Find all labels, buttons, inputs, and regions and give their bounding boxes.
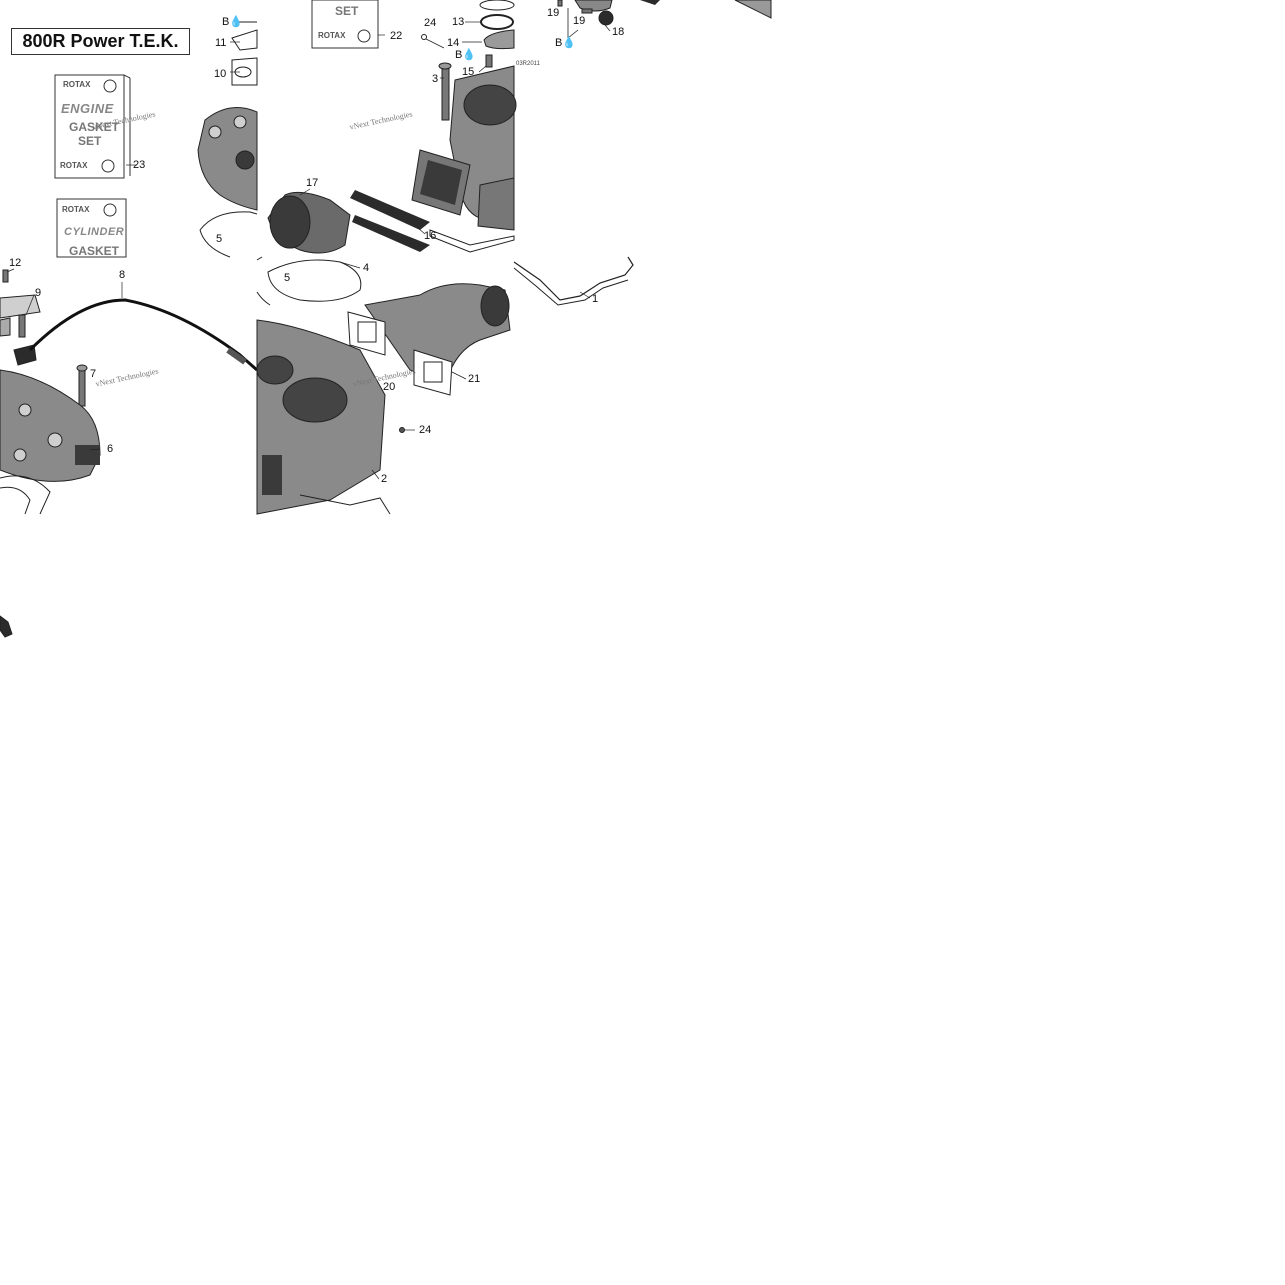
set-label: SET bbox=[335, 4, 359, 18]
callout-9: 9 bbox=[35, 287, 42, 299]
callout-11: 11 bbox=[215, 37, 227, 49]
callout-12: 12 bbox=[9, 257, 22, 269]
callout-22: 22 bbox=[390, 30, 403, 42]
callout-b-marker: B💧 bbox=[555, 37, 577, 49]
callout-2: 2 bbox=[381, 473, 388, 485]
sensor-part bbox=[574, 0, 613, 12]
reed-petal-part bbox=[350, 190, 430, 230]
gasket-strip-part bbox=[734, 0, 772, 19]
diagram-code: 03R2011 bbox=[516, 61, 540, 67]
oil-drop-icon: 💧 bbox=[462, 49, 477, 61]
callout-3: 3 bbox=[432, 73, 439, 85]
cover-part bbox=[231, 29, 258, 51]
callout-20: 20 bbox=[383, 381, 396, 393]
rotax-logo-icon bbox=[101, 159, 115, 173]
callout-24b: 24 bbox=[419, 424, 432, 436]
cover-part bbox=[483, 29, 515, 50]
sensor-part bbox=[598, 10, 614, 26]
crankcase-gasket-part bbox=[513, 256, 634, 301]
callout-15: 15 bbox=[462, 66, 475, 78]
rotax-label: ROTAX bbox=[62, 205, 90, 214]
callout-19a: 19 bbox=[547, 7, 560, 19]
callout-5a: 5 bbox=[216, 233, 223, 245]
callout-8: 8 bbox=[119, 269, 126, 281]
callout-19b: 19 bbox=[573, 15, 586, 27]
fragment-part bbox=[0, 615, 13, 638]
callout-6: 6 bbox=[107, 443, 114, 455]
reed-valve-part bbox=[477, 177, 515, 231]
rotax-logo-icon bbox=[103, 79, 117, 93]
callout-24a: 24 bbox=[424, 17, 437, 29]
callout-b-marker: B💧 bbox=[222, 16, 244, 28]
rotax-logo-icon bbox=[357, 29, 371, 43]
oil-drop-icon: 💧 bbox=[229, 16, 244, 28]
gasket-label: GASKET bbox=[69, 244, 120, 258]
rotax-logo-icon bbox=[103, 203, 117, 217]
gasket-label: GASKET bbox=[69, 120, 120, 134]
head-gasket-part bbox=[0, 475, 51, 515]
callout-16: 16 bbox=[424, 230, 437, 242]
callout-18: 18 bbox=[612, 26, 625, 38]
rotax-label: ROTAX bbox=[63, 80, 91, 89]
callout-13: 13 bbox=[452, 16, 465, 28]
engine-label: ENGINE bbox=[61, 101, 114, 116]
fitting-part bbox=[0, 294, 41, 319]
rotax-label: ROTAX bbox=[318, 31, 346, 40]
callout-b-marker: B💧 bbox=[455, 49, 477, 61]
cylinder-label: CYLINDER bbox=[64, 226, 125, 238]
oring-part bbox=[199, 211, 258, 258]
oring-part bbox=[267, 259, 362, 302]
engine-gasket-kit-bag bbox=[54, 74, 125, 179]
set-label: SET bbox=[78, 134, 102, 148]
oil-drop-icon: 💧 bbox=[562, 37, 577, 49]
base-gasket-part bbox=[299, 494, 391, 515]
rotax-label: ROTAX bbox=[60, 161, 88, 170]
sensor-wire-part bbox=[28, 298, 258, 372]
base-gasket-part bbox=[429, 229, 515, 253]
callout-7: 7 bbox=[90, 368, 97, 380]
callout-14: 14 bbox=[447, 37, 460, 49]
diagram-title: 800R Power T.E.K. bbox=[11, 28, 190, 55]
oring-part bbox=[480, 14, 514, 30]
callout-21: 21 bbox=[468, 373, 481, 385]
callout-10: 10 bbox=[214, 68, 227, 80]
callout-1: 1 bbox=[592, 293, 599, 305]
stud-bolt-part bbox=[441, 67, 450, 121]
callout-4: 4 bbox=[363, 262, 370, 274]
callout-23: 23 bbox=[133, 159, 146, 171]
callout-17: 17 bbox=[306, 177, 319, 189]
callout-5b: 5 bbox=[284, 272, 291, 284]
